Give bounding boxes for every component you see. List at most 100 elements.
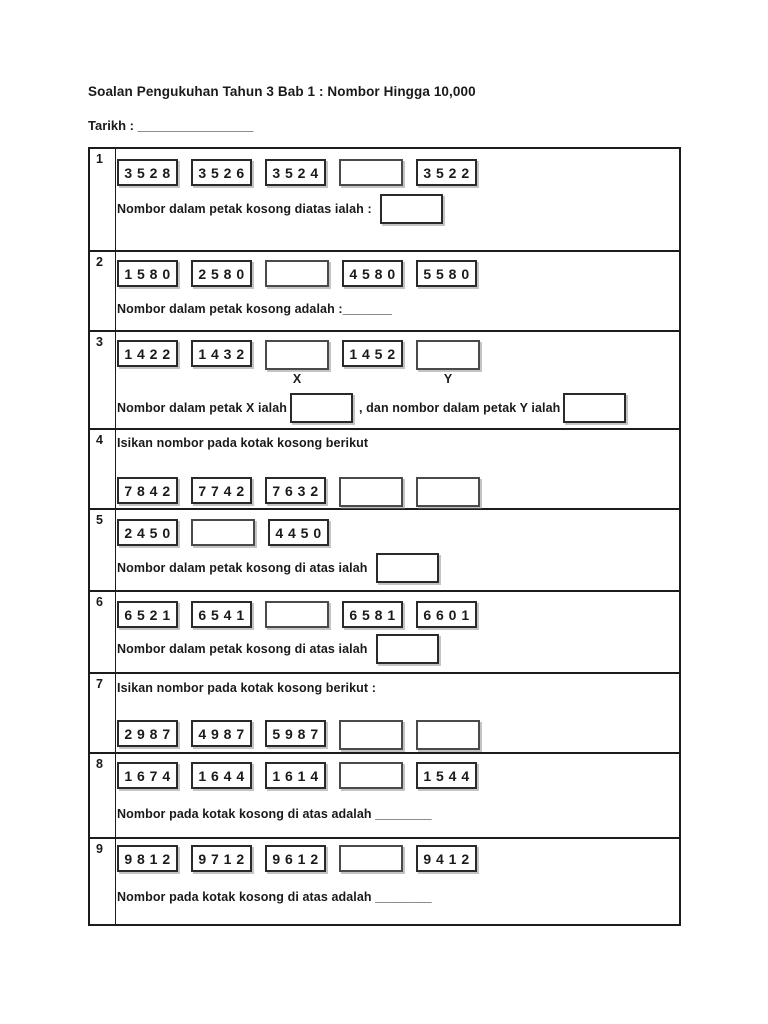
empty-number-box — [265, 260, 329, 287]
answer-box-x — [290, 393, 354, 423]
number-box-value: 9 8 1 2 — [124, 850, 171, 867]
question-content: 1 5 8 0 2 5 8 0 4 5 8 0 5 5 8 0 Nombor d… — [116, 252, 679, 330]
answer-line: Nombor dalam petak X ialah , dan nombor … — [117, 393, 679, 423]
number-box-value: 1 4 5 2 — [349, 345, 396, 362]
number-box: 1 6 7 4 — [117, 762, 178, 789]
number-box: 1 4 5 2 — [342, 340, 403, 367]
number-box-value: 1 4 3 2 — [198, 345, 245, 362]
number-box: 9 8 1 2 — [117, 845, 178, 872]
empty-number-box — [339, 477, 403, 507]
question-row-6: 6 6 5 2 1 6 5 4 1 6 5 8 1 6 6 0 1 Nombor… — [90, 592, 679, 674]
number-box: 7 6 3 2 — [265, 477, 326, 504]
number-box: 6 6 0 1 — [416, 601, 477, 628]
number-box-value: 1 6 7 4 — [124, 767, 171, 784]
question-row-9: 9 9 8 1 2 9 7 1 2 9 6 1 2 9 4 1 2 Nombor… — [90, 839, 679, 924]
number-sequence: 1 6 7 4 1 6 4 4 1 6 1 4 1 5 4 4 — [117, 762, 679, 789]
question-number: 7 — [90, 674, 116, 752]
worksheet-table: 1 3 5 2 8 3 5 2 6 3 5 2 4 3 5 2 2 Nombor… — [88, 147, 681, 926]
question-row-3: 3 1 4 2 2 1 4 3 2 1 4 5 2 X Y Nombor dal… — [90, 332, 679, 430]
answer-box — [375, 634, 439, 664]
question-row-7: 7 Isikan nombor pada kotak kosong beriku… — [90, 674, 679, 754]
empty-number-box — [339, 762, 403, 789]
question-number: 9 — [90, 839, 116, 924]
question-number: 2 — [90, 252, 116, 330]
number-sequence: 9 8 1 2 9 7 1 2 9 6 1 2 9 4 1 2 — [117, 845, 679, 872]
number-box-value: 3 5 2 6 — [198, 164, 245, 181]
number-box-value: 9 7 1 2 — [198, 850, 245, 867]
empty-number-box — [265, 601, 329, 628]
number-box: 9 7 1 2 — [191, 845, 252, 872]
question-text: Nombor dalam petak kosong adalah :______… — [117, 302, 393, 316]
number-sequence: 1 5 8 0 2 5 8 0 4 5 8 0 5 5 8 0 — [117, 260, 679, 287]
question-number: 4 — [90, 430, 116, 508]
number-box-value: 1 4 2 2 — [124, 345, 171, 362]
question-content: 6 5 2 1 6 5 4 1 6 5 8 1 6 6 0 1 Nombor d… — [116, 592, 679, 672]
question-instruction: Isikan nombor pada kotak kosong berikut … — [117, 681, 377, 695]
number-box: 1 4 3 2 — [191, 340, 252, 367]
question-number: 3 — [90, 332, 116, 428]
number-box: 2 4 5 0 — [117, 519, 178, 546]
question-row-2: 2 1 5 8 0 2 5 8 0 4 5 8 0 5 5 8 0 Nombor… — [90, 252, 679, 332]
number-box: 3 5 2 4 — [265, 159, 326, 186]
empty-number-box — [416, 720, 480, 750]
question-text-y: , dan nombor dalam petak Y ialah — [359, 401, 561, 415]
number-box-value: 6 5 8 1 — [349, 606, 396, 623]
answer-box-y — [563, 393, 627, 423]
number-box: 6 5 4 1 — [191, 601, 252, 628]
number-box: 1 6 4 4 — [191, 762, 252, 789]
number-sequence: 6 5 2 1 6 5 4 1 6 5 8 1 6 6 0 1 — [117, 601, 679, 628]
empty-number-box — [191, 519, 255, 546]
label-y: Y — [443, 372, 453, 386]
label-spacer — [191, 372, 252, 389]
empty-number-box — [339, 720, 403, 750]
question-content: 1 6 7 4 1 6 4 4 1 6 1 4 1 5 4 4 Nombor p… — [116, 754, 679, 837]
question-instruction: Isikan nombor pada kotak kosong berikut — [117, 436, 369, 450]
number-sequence: 1 4 2 2 1 4 3 2 1 4 5 2 — [117, 340, 679, 370]
number-box: 1 5 4 4 — [416, 762, 477, 789]
number-box: 2 9 8 7 — [117, 720, 178, 747]
number-box: 1 6 1 4 — [265, 762, 326, 789]
number-box: 6 5 8 1 — [342, 601, 403, 628]
question-text-x: Nombor dalam petak X ialah — [117, 401, 288, 415]
number-box-value: 1 5 4 4 — [423, 767, 470, 784]
empty-number-box-x — [265, 340, 329, 370]
empty-number-box — [339, 845, 403, 872]
number-box: 7 7 4 2 — [191, 477, 252, 504]
number-sequence: 3 5 2 8 3 5 2 6 3 5 2 4 3 5 2 2 — [117, 159, 679, 186]
number-box-value: 2 5 8 0 — [198, 265, 245, 282]
question-text: Nombor pada kotak kosong di atas adalah … — [117, 807, 432, 821]
number-box-value: 6 5 2 1 — [124, 606, 171, 623]
empty-number-box — [339, 159, 403, 186]
number-box-value: 7 8 4 2 — [124, 482, 171, 499]
answer-line: Nombor dalam petak kosong di atas ialah — [117, 553, 679, 583]
number-box-value: 3 5 2 4 — [272, 164, 319, 181]
number-box-value: 4 9 8 7 — [198, 725, 245, 742]
number-box-value: 7 7 4 2 — [198, 482, 245, 499]
question-text: Nombor pada kotak kosong di atas adalah … — [117, 890, 432, 904]
number-box-value: 5 9 8 7 — [272, 725, 319, 742]
number-box: 3 5 2 2 — [416, 159, 477, 186]
number-box: 9 4 1 2 — [416, 845, 477, 872]
number-box: 7 8 4 2 — [117, 477, 178, 504]
number-box-value: 5 5 8 0 — [423, 265, 470, 282]
number-box: 1 5 8 0 — [117, 260, 178, 287]
question-number: 8 — [90, 754, 116, 837]
question-row-4: 4 Isikan nombor pada kotak kosong beriku… — [90, 430, 679, 510]
empty-number-box — [416, 477, 480, 507]
number-box-value: 9 4 1 2 — [423, 850, 470, 867]
number-box-value: 2 4 5 0 — [124, 524, 171, 541]
answer-line: Nombor dalam petak kosong diatas ialah : — [117, 194, 679, 224]
answer-box — [379, 194, 443, 224]
question-content: 9 8 1 2 9 7 1 2 9 6 1 2 9 4 1 2 Nombor p… — [116, 839, 679, 924]
number-box-value: 6 6 0 1 — [423, 606, 470, 623]
question-text: Nombor dalam petak kosong di atas ialah — [117, 561, 368, 575]
number-box: 4 9 8 7 — [191, 720, 252, 747]
number-box: 3 5 2 8 — [117, 159, 178, 186]
question-number: 1 — [90, 149, 116, 250]
number-box: 6 5 2 1 — [117, 601, 178, 628]
question-text: Nombor dalam petak kosong diatas ialah : — [117, 202, 372, 216]
number-sequence: 2 4 5 0 4 4 5 0 — [117, 519, 679, 546]
number-box: 2 5 8 0 — [191, 260, 252, 287]
number-box-value: 6 5 4 1 — [198, 606, 245, 623]
